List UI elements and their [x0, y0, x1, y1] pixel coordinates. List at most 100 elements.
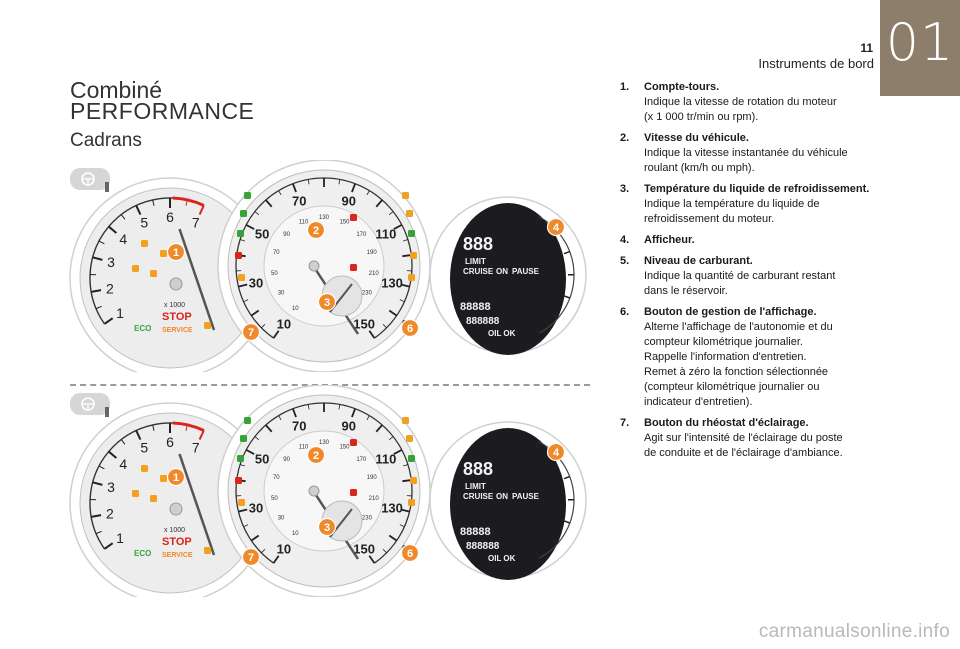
tachometer-needle — [178, 228, 216, 331]
legend-title: Afficheur. — [644, 234, 695, 246]
legend-text-line: Indique la vitesse de rotation du moteur — [644, 96, 837, 108]
legend-text-line: refroidissement du moteur. — [644, 213, 775, 225]
fuel-gauge-tick — [535, 327, 541, 334]
speedometer-tick — [351, 183, 356, 193]
callout-badge — [400, 318, 420, 338]
speedometer-tick — [338, 179, 341, 185]
callout-number: 3 — [324, 297, 330, 309]
display-segments: 88888 — [460, 301, 491, 313]
tachometer-scale-label: 2 — [106, 506, 114, 522]
speedometer-tick — [292, 183, 297, 193]
tachometer-scale-label: 4 — [119, 456, 127, 472]
page-title-line2: PERFORMANCE — [70, 98, 255, 124]
legend-title: Compte-tours. — [644, 81, 720, 93]
speedometer-tick — [292, 408, 297, 418]
speedometer-inner-label: 30 — [278, 291, 285, 297]
cruise-label: CRUISE — [463, 267, 494, 276]
tachometer-scale-label: 5 — [140, 440, 148, 456]
speedometer-tick — [245, 449, 255, 455]
legend-text-line: Indique la température du liquide de — [644, 198, 820, 210]
tyre-pressure-icon — [408, 499, 415, 506]
speedometer-outer-label: 30 — [249, 500, 263, 515]
coolant-warning-icon — [350, 264, 357, 271]
tachometer-scale-label: 6 — [166, 209, 174, 225]
cruise-label: CRUISE — [463, 492, 494, 501]
speedometer-tick — [399, 299, 405, 303]
legend-title: Vitesse du véhicule. — [644, 132, 749, 144]
tachometer-tick — [91, 514, 102, 518]
steering-reference-icon — [70, 168, 110, 192]
legend-number: 1. — [620, 81, 630, 93]
speedometer-outer-label: 70 — [292, 194, 306, 209]
fuel-gauge-tick — [535, 552, 541, 559]
speedometer-tick — [245, 224, 255, 230]
tachometer-unit: x 1000 — [164, 302, 185, 309]
callout-number: 2 — [313, 450, 319, 462]
page-subtitle: Cadrans — [70, 130, 142, 151]
tachometer-tick — [98, 465, 105, 470]
headlamp-icon — [406, 210, 413, 217]
speedometer-needle-hub — [308, 485, 320, 497]
legend-text-line: Indique la quantité de carburant restant — [644, 270, 836, 282]
speedometer-outer-label: 90 — [342, 194, 356, 209]
legend-number: 5. — [620, 255, 630, 267]
oil-status: OIL OK — [488, 554, 516, 563]
tachometer-tick — [103, 542, 114, 550]
tachometer-tick — [198, 430, 205, 440]
engine-warning-icon — [141, 240, 148, 247]
turn-left-arrow-icon — [237, 455, 244, 462]
tachometer-scale-label: 4 — [119, 231, 127, 247]
headlamp-icon — [406, 435, 413, 442]
legend-item: 3.Température du liquide de refroidissem… — [620, 182, 882, 227]
legend-title: Bouton de gestion de l'affichage. — [644, 306, 817, 318]
tachometer-redline — [172, 421, 205, 432]
fuel-gauge-tick — [563, 250, 570, 255]
speedometer-inner-label: 150 — [339, 219, 350, 225]
legend-text-line: dans le réservoir. — [644, 285, 728, 297]
display-segments-2: 888888 — [466, 541, 500, 552]
tachometer-tick — [152, 199, 155, 206]
abs-warning-icon — [238, 499, 245, 506]
airbag-warning-icon — [350, 214, 357, 221]
legend-item: 7.Bouton du rhéostat d'éclairage.Agit su… — [620, 416, 882, 461]
tachometer-unit: x 1000 — [164, 527, 185, 534]
tachometer-scale-label: 2 — [106, 281, 114, 297]
speedometer-tick — [399, 524, 405, 528]
legend-text-line: Rappelle l'information d'entretien. — [644, 351, 807, 363]
display-digits: 888 — [463, 459, 493, 479]
legend-item: 2.Vitesse du véhicule.Indique la vitesse… — [620, 131, 882, 176]
steering-reference-icon — [70, 393, 110, 417]
tachometer-scale-label: 3 — [107, 479, 115, 495]
airbag-warning-icon — [350, 439, 357, 446]
abs-warning-icon — [238, 274, 245, 281]
speedometer-tick — [368, 555, 376, 564]
tachometer-scale-label: 1 — [116, 530, 124, 546]
callout-number: 1 — [173, 247, 179, 259]
speedometer-inner-label: 90 — [283, 457, 290, 463]
speedometer-tick — [388, 534, 398, 542]
page-title-line1: Combiné — [70, 77, 163, 103]
speedometer-tick — [254, 211, 260, 215]
battery-icon — [150, 495, 157, 502]
speedometer-inner-label: 50 — [271, 496, 278, 502]
callout-number: 6 — [407, 323, 413, 335]
tachometer-needle-hub — [169, 502, 183, 516]
tachometer-tick — [95, 530, 102, 535]
tachometer-tick — [185, 424, 188, 431]
speedometer-outer-label: 70 — [292, 419, 306, 434]
diesel-preheat-icon — [132, 265, 139, 272]
speedometer-tick — [278, 190, 282, 196]
tachometer-scale-label: 1 — [116, 305, 124, 321]
legend-text-line: indicateur d'entretien). — [644, 396, 753, 408]
seatbelt-warning-icon — [204, 547, 211, 554]
speedometer-inner-label: 70 — [273, 250, 280, 256]
speedometer-tick — [382, 549, 387, 554]
speedometer-tick — [278, 415, 282, 421]
legend-text-line: (compteur kilométrique journalier ou — [644, 381, 820, 393]
speedometer-tick — [400, 508, 410, 513]
oil-pressure-icon — [160, 250, 167, 257]
speedometer-outer-label: 130 — [381, 275, 403, 290]
